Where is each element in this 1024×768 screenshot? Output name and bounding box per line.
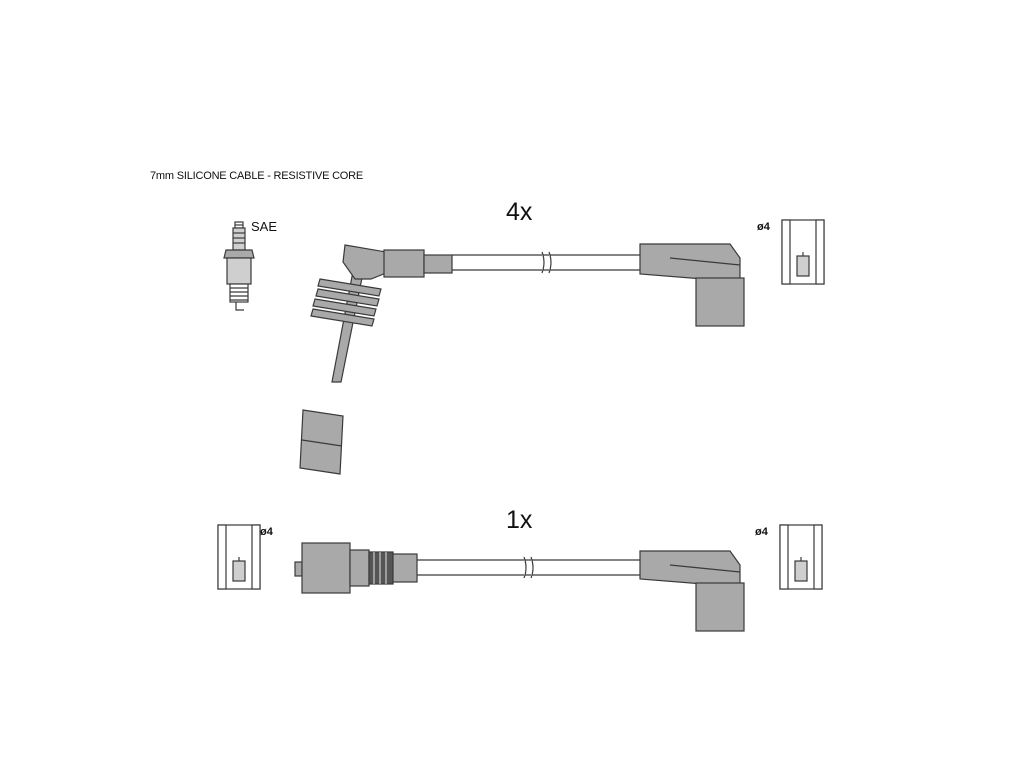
ignition-lead-top [299,243,745,475]
terminal-detail-bottom-right [779,524,823,590]
terminal-diameter-label: ø4 [755,526,768,538]
quantity-label-bottom: 1x [506,506,533,534]
spark-plug-icon [223,221,255,311]
cable [452,254,640,271]
spark-plug-type-label: SAE [251,219,278,234]
terminal-detail-bottom-left [217,524,261,590]
straight-connector [294,542,418,594]
coil-connector-angled [639,243,745,327]
terminal-diameter-label: ø4 [260,526,273,538]
quantity-label-top: 4x [506,198,533,226]
cable-spec-caption: 7mm SILICONE CABLE - RESISTIVE CORE [150,170,364,182]
ignition-lead-bottom [294,542,745,632]
cable [417,559,640,576]
terminal-diameter-label: ø4 [757,221,770,233]
coil-connector-angled [639,550,745,632]
spark-plug-boot [299,244,453,475]
terminal-detail-top-right [781,219,825,285]
